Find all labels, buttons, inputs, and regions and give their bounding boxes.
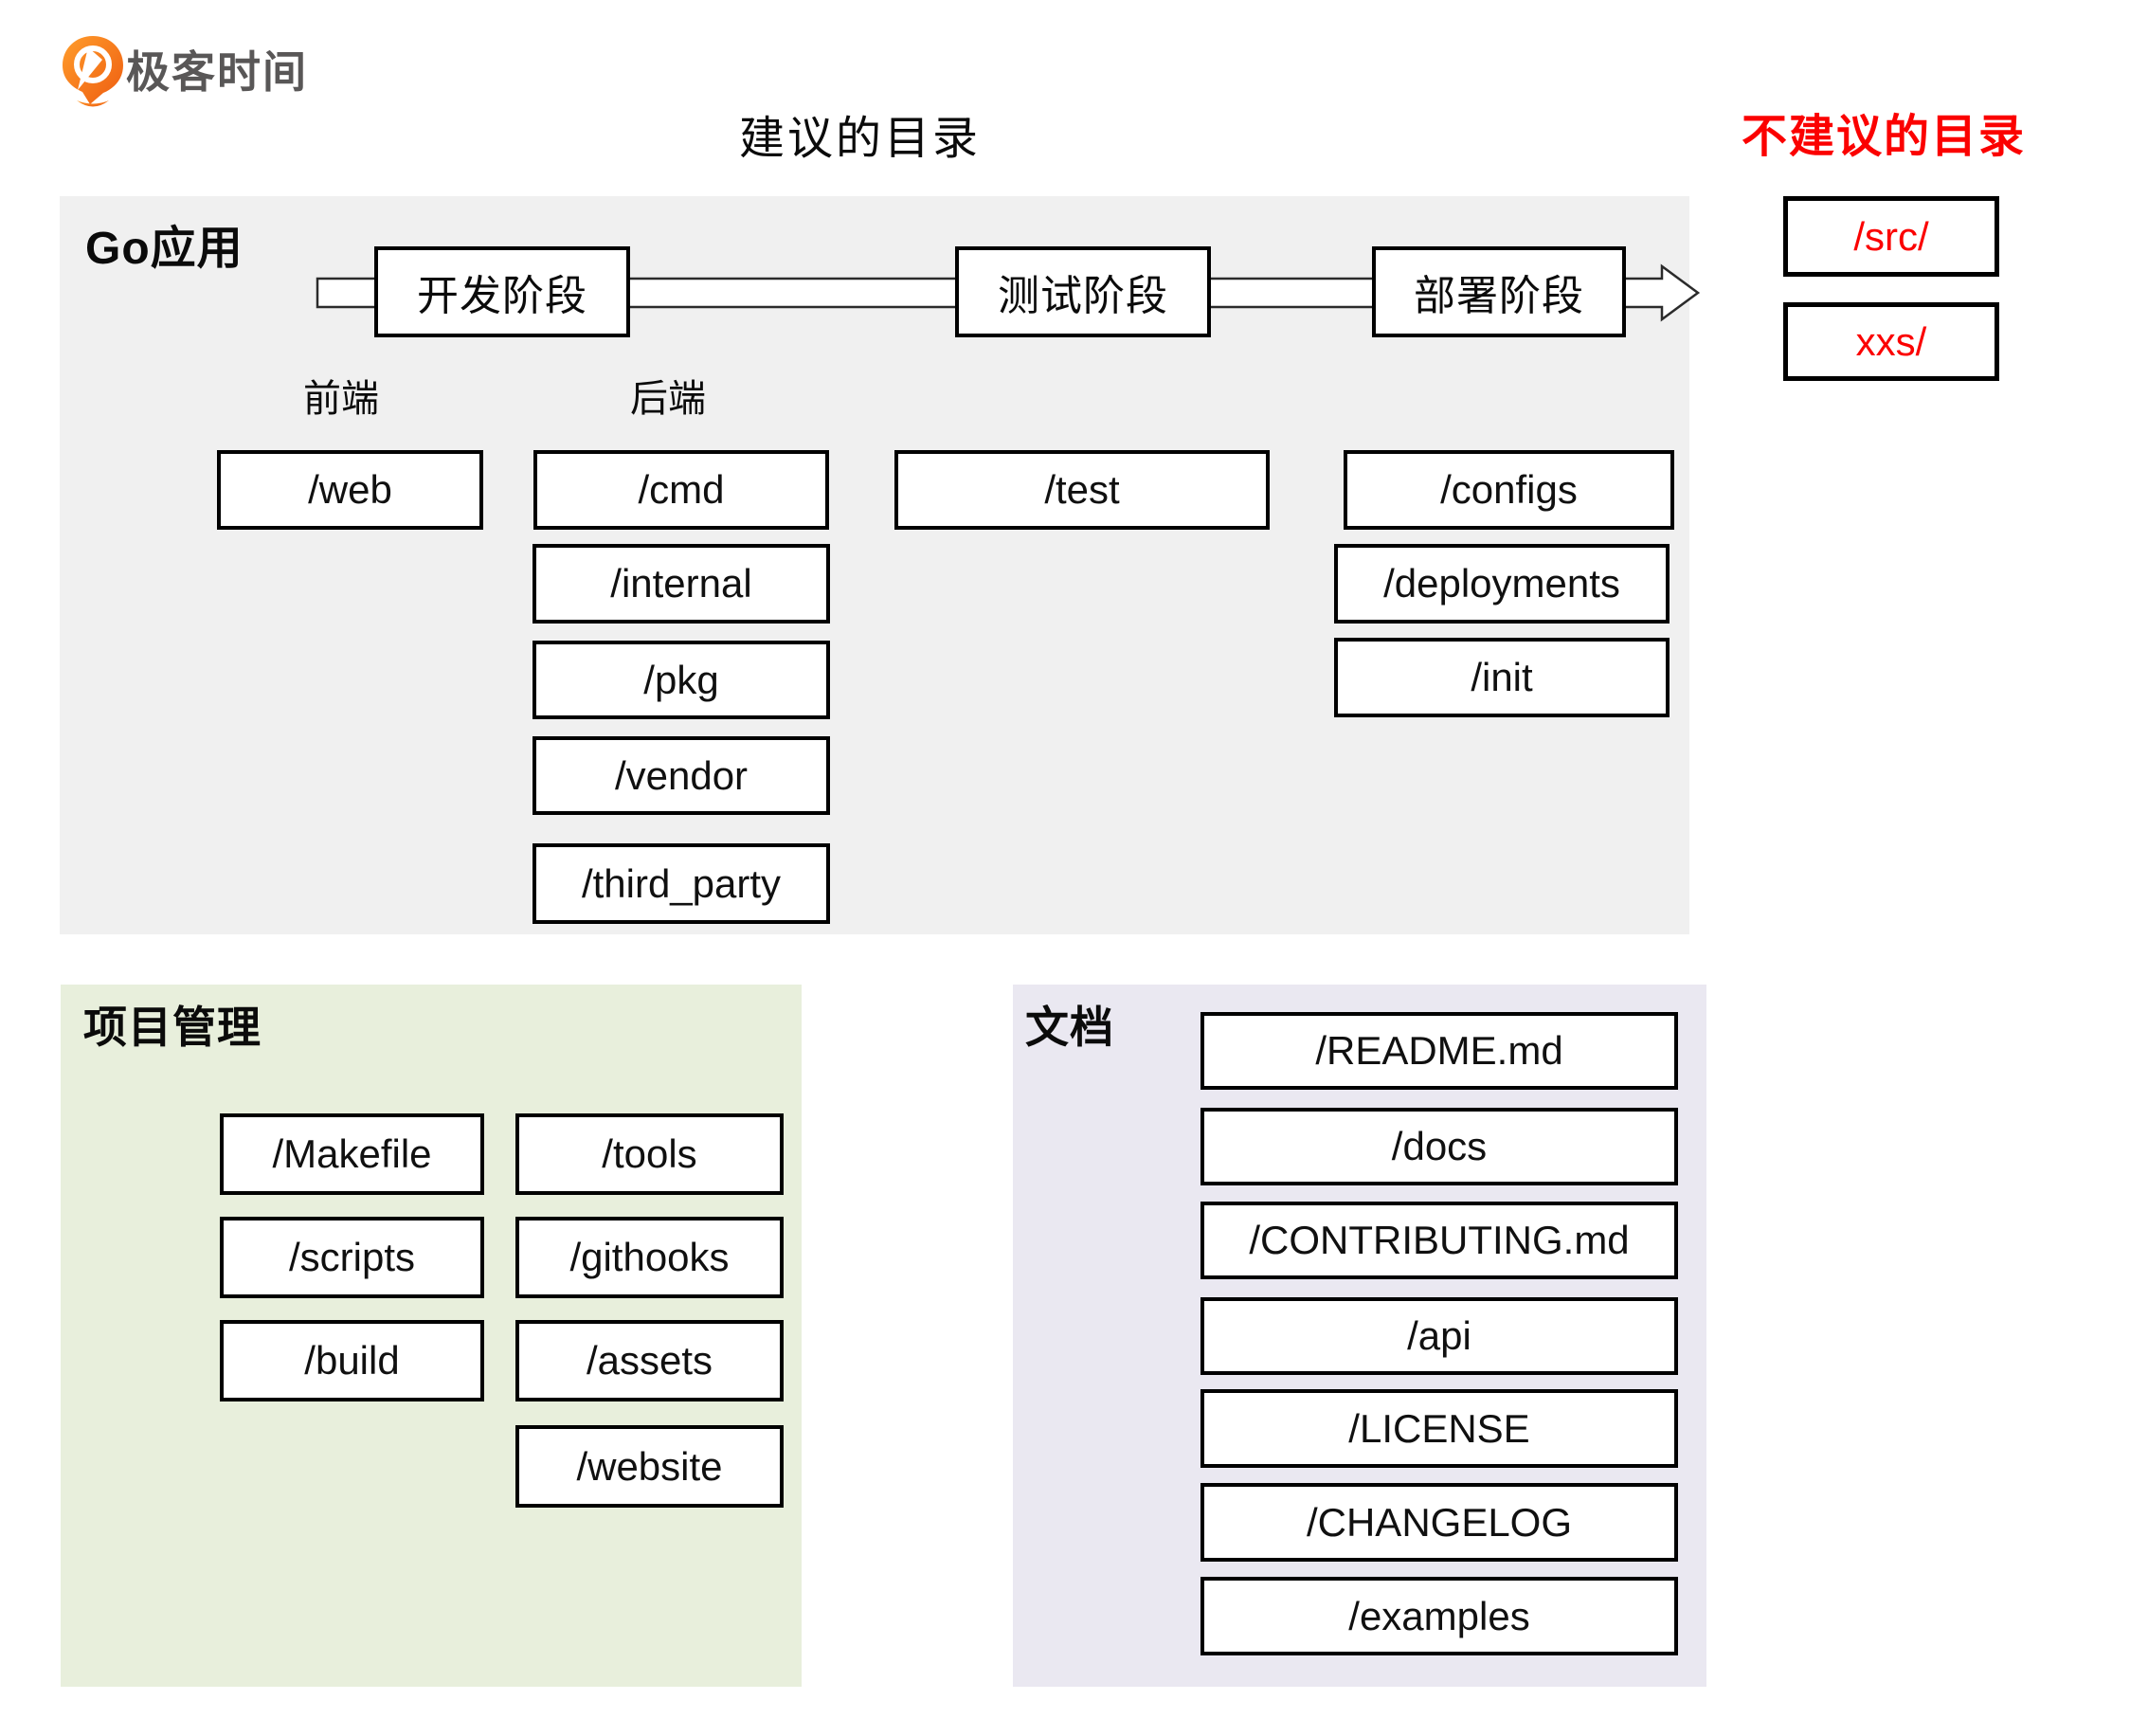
- geektime-logo-icon: [59, 34, 127, 112]
- dir-box-license: /LICENSE: [1200, 1389, 1678, 1468]
- docs-title: 文档: [1025, 1003, 1114, 1052]
- dir-box-tools: /tools: [515, 1113, 784, 1195]
- dir-box-deployments: /deployments: [1334, 544, 1670, 624]
- dir-box-configs: /configs: [1344, 450, 1674, 530]
- stage-box-testing: 测试阶段: [955, 246, 1211, 337]
- frontend-label: 前端: [303, 378, 379, 420]
- dir-box-pkg: /pkg: [532, 641, 830, 719]
- backend-label: 后端: [630, 378, 706, 420]
- dir-box-readme: /README.md: [1200, 1012, 1678, 1090]
- dir-box-contributing: /CONTRIBUTING.md: [1200, 1202, 1678, 1279]
- geektime-logo-wordmark: 极客时间: [126, 47, 308, 97]
- dir-label-xxs: xxs/: [1855, 318, 1927, 364]
- dir-box-src-not-recommended: /src/: [1783, 196, 1999, 277]
- dir-box-scripts: /scripts: [220, 1217, 484, 1298]
- dir-box-changelog: /CHANGELOG: [1200, 1483, 1678, 1562]
- dir-box-build: /build: [220, 1320, 484, 1401]
- dir-box-examples: /examples: [1200, 1577, 1678, 1655]
- dir-box-assets: /assets: [515, 1320, 784, 1401]
- stage-box-deployment: 部署阶段: [1372, 246, 1626, 337]
- dir-box-makefile: /Makefile: [220, 1113, 484, 1195]
- dir-box-third-party: /third_party: [532, 843, 830, 924]
- dir-box-website: /website: [515, 1425, 784, 1508]
- dir-box-docs: /docs: [1200, 1108, 1678, 1185]
- dir-box-githooks: /githooks: [515, 1217, 784, 1298]
- not-recommended-directories-title: 不建议的目录: [1742, 112, 2027, 162]
- dir-box-api: /api: [1200, 1297, 1678, 1375]
- dir-box-test: /test: [894, 450, 1270, 530]
- dir-label-src: /src/: [1853, 213, 1929, 259]
- dir-box-internal: /internal: [532, 544, 830, 624]
- go-app-title: Go应用: [85, 224, 244, 274]
- dir-box-cmd: /cmd: [533, 450, 829, 530]
- dir-box-xxs-not-recommended: xxs/: [1783, 302, 1999, 381]
- dir-box-vendor: /vendor: [532, 736, 830, 815]
- stage-box-development: 开发阶段: [374, 246, 630, 337]
- dir-box-web: /web: [217, 450, 483, 530]
- recommended-directories-title: 建议的目录: [739, 114, 982, 164]
- project-management-title: 项目管理: [83, 1003, 262, 1052]
- dir-box-init: /init: [1334, 638, 1670, 717]
